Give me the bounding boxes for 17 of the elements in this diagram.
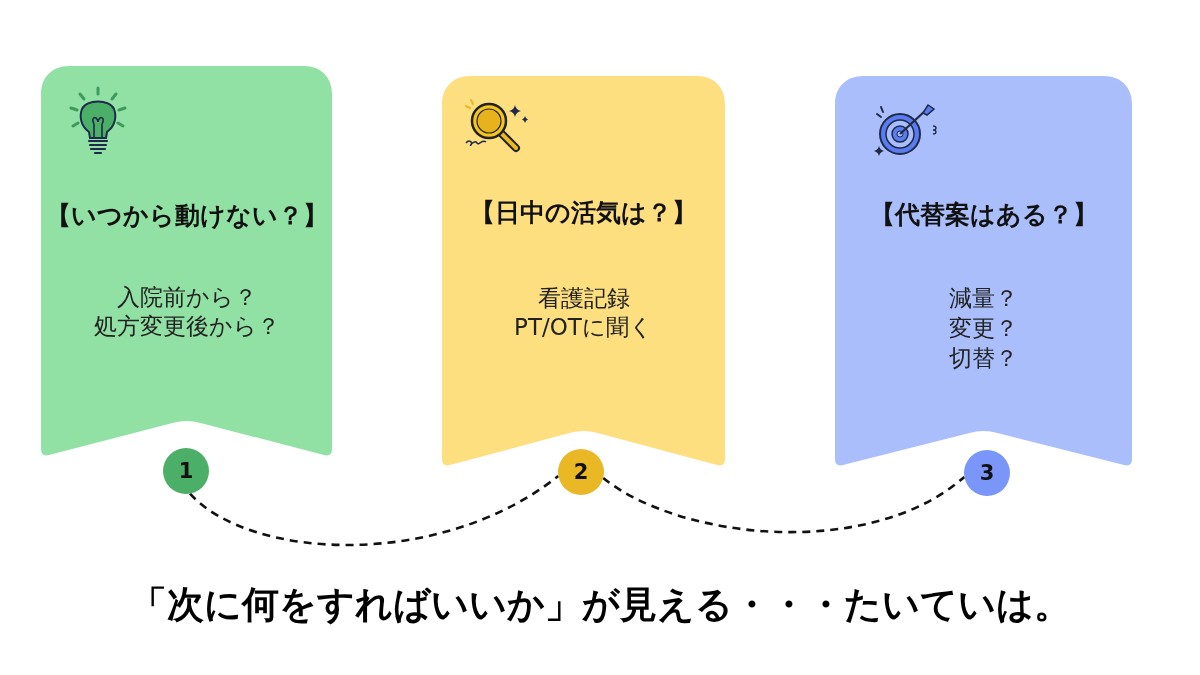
body-text: 減量？ [949, 283, 1018, 313]
connector-line [189, 474, 560, 547]
body-text: 切替？ [949, 343, 1018, 373]
body-text: 変更？ [949, 313, 1018, 343]
body-text: PT/OTに聞く [514, 312, 653, 342]
number-circle: 2 [558, 449, 604, 495]
number-circle: 3 [964, 450, 1010, 496]
banner-heading: 【代替案はある？】 [869, 199, 1098, 231]
body-text: 入院前から？ [116, 282, 257, 312]
banner-heading: 【日中の活気は？】 [470, 197, 697, 229]
number-circle: 1 [163, 448, 209, 494]
body-text: 処方変更後から？ [93, 311, 280, 341]
caption-text: 「次に何をすればいいか」が見える・・・たいていは。 [129, 581, 1071, 628]
pennant-banner [41, 66, 332, 457]
body-text: 看護記録 [537, 283, 630, 313]
banner-heading: 【いつから動けない？】 [45, 200, 328, 232]
connector-line [602, 475, 966, 534]
